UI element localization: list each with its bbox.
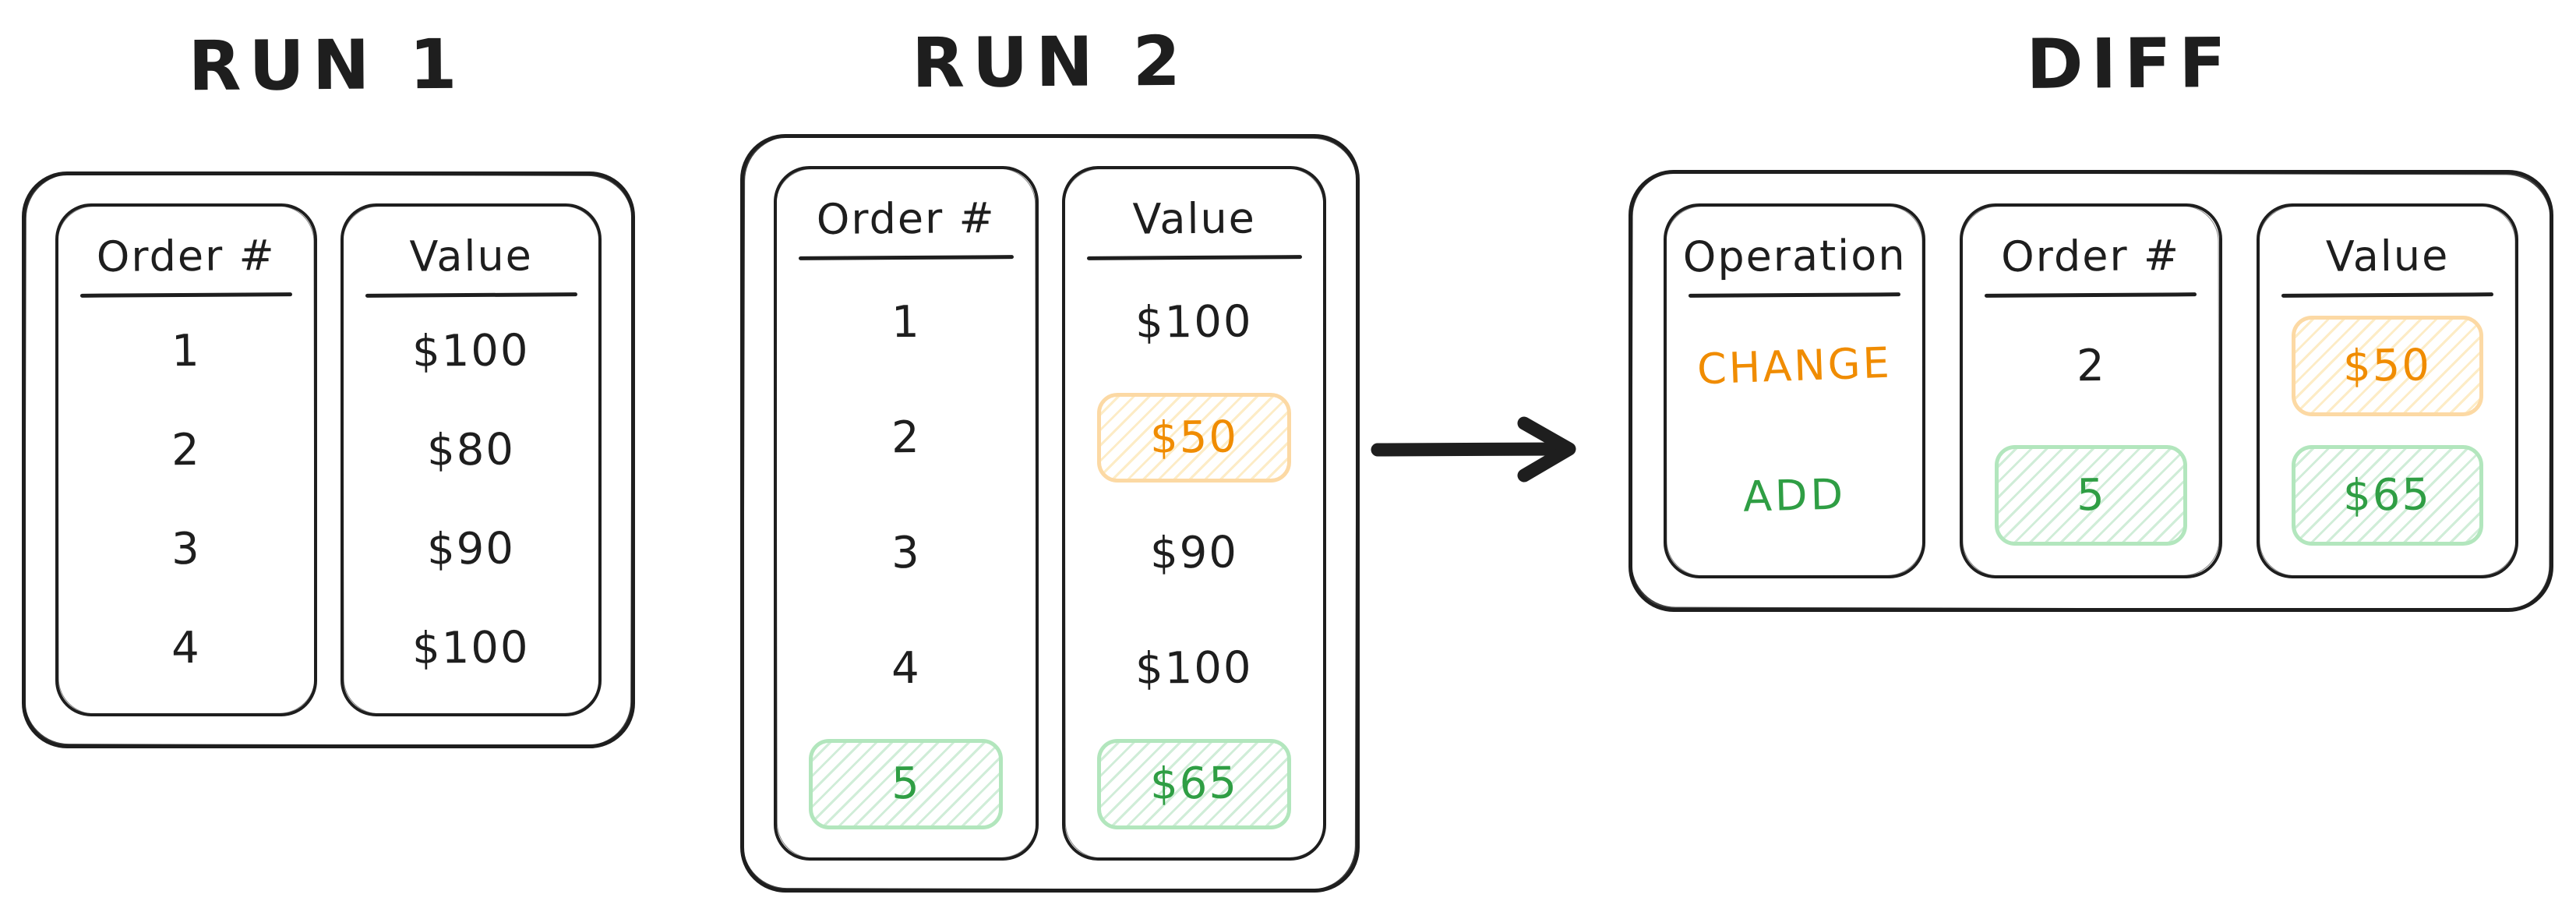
- cell-text: 4: [891, 643, 921, 695]
- cell-text: 1: [891, 296, 921, 348]
- orange-highlight-box: $50: [2291, 316, 2483, 417]
- run2-order-rows: 1 2 3 4 5: [788, 260, 1025, 842]
- green-highlight-box: $65: [2291, 444, 2483, 546]
- cell-text: ADD: [1742, 469, 1847, 521]
- cell-text: 5: [2076, 469, 2106, 521]
- green-highlight-box: 5: [809, 739, 1004, 829]
- run1-order-header: Order #: [96, 230, 276, 282]
- diff-order-header: Order #: [2001, 230, 2181, 282]
- cell-text: $100: [1134, 642, 1253, 695]
- panel-run1: Order # 1 2 3 4 Value $100 $80 $90 $100: [22, 171, 635, 748]
- diff-order-column: Order # 2 5: [1960, 203, 2222, 578]
- table-cell: 4: [788, 611, 1025, 726]
- run2-order-header: Order #: [816, 193, 996, 245]
- run1-value-column: Value $100 $80 $90 $100: [340, 203, 602, 716]
- table-cell: $100: [1076, 611, 1313, 726]
- table-cell: 1: [788, 264, 1025, 380]
- table-cell: 2: [69, 401, 303, 500]
- table-cell: 3: [788, 495, 1025, 610]
- run2-value-header: Value: [1131, 193, 1256, 244]
- table-cell: ADD: [1678, 431, 1911, 560]
- cell-text: $100: [1134, 295, 1253, 348]
- cell-text: $50: [1149, 412, 1239, 464]
- run1-value-header: Value: [408, 231, 533, 281]
- cell-text: CHANGE: [1696, 338, 1893, 394]
- cell-text: $50: [2343, 340, 2432, 392]
- table-cell-highlighted: 5: [1974, 431, 2207, 560]
- cell-text: 1: [171, 325, 201, 377]
- cell-text: $80: [426, 424, 516, 476]
- cell-text: $90: [426, 523, 516, 575]
- table-cell-highlighted: $50: [1076, 380, 1313, 495]
- green-highlight-box: 5: [1995, 444, 2187, 546]
- table-cell: $80: [355, 401, 588, 500]
- cell-text: 2: [891, 412, 921, 463]
- table-cell: $90: [1076, 495, 1313, 610]
- orange-highlight-box: $50: [1096, 392, 1291, 483]
- cell-text: $90: [1149, 527, 1239, 579]
- cell-text: $65: [2343, 469, 2432, 521]
- cell-text: 3: [891, 527, 921, 579]
- table-cell: 3: [69, 500, 303, 599]
- run2-value-column: Value $100 $50 $90 $100 $65: [1061, 166, 1326, 861]
- table-cell: 1: [69, 302, 303, 401]
- run1-order-column: Order # 1 2 3 4: [55, 203, 317, 716]
- table-cell-highlighted: $65: [1076, 726, 1313, 842]
- run1-title: RUN 1: [188, 23, 465, 107]
- cell-text: $100: [411, 622, 530, 674]
- table-cell: $100: [1076, 264, 1313, 380]
- cell-text: $100: [411, 325, 530, 377]
- table-cell-highlighted: 5: [788, 726, 1025, 842]
- run2-value-rows: $100 $50 $90 $100 $65: [1076, 260, 1313, 842]
- panel-diff: Operation CHANGE ADD Order # 2 5 Value: [1629, 170, 2553, 612]
- run1-value-rows: $100 $80 $90 $100: [355, 297, 588, 698]
- table-cell-highlighted: $50: [2271, 302, 2504, 431]
- table-cell-highlighted: $65: [2271, 431, 2504, 560]
- cell-text: 3: [171, 523, 201, 575]
- cell-text: 5: [891, 758, 921, 810]
- table-cell: 2: [1974, 302, 2207, 431]
- diff-operation-column: Operation CHANGE ADD: [1664, 203, 1926, 578]
- table-cell: $100: [355, 302, 588, 401]
- table-cell: $90: [355, 500, 588, 599]
- right-arrow-icon: [1370, 415, 1611, 484]
- diff-order-rows: 2 5: [1974, 297, 2207, 560]
- cell-text: 2: [171, 424, 201, 476]
- diff-title: DIFF: [2026, 23, 2234, 104]
- diff-value-rows: $50 $65: [2271, 297, 2504, 560]
- run1-order-rows: 1 2 3 4: [69, 297, 303, 698]
- diff-operation-rows: CHANGE ADD: [1678, 297, 1911, 560]
- table-cell: CHANGE: [1678, 302, 1911, 431]
- run2-title: RUN 2: [911, 20, 1189, 104]
- green-highlight-box: $65: [1096, 739, 1291, 829]
- cell-text: $65: [1149, 758, 1239, 810]
- cell-text: 2: [2076, 341, 2106, 392]
- diff-value-header: Value: [2325, 231, 2450, 281]
- panel-run2: Order # 1 2 3 4 5 Value $100: [740, 134, 1360, 893]
- table-cell: 2: [788, 380, 1025, 495]
- table-cell: $100: [355, 599, 588, 698]
- cell-text: 4: [171, 622, 201, 674]
- diff-value-column: Value $50 $65: [2256, 203, 2518, 578]
- table-cell: 4: [69, 599, 303, 698]
- run2-order-column: Order # 1 2 3 4 5: [774, 166, 1039, 861]
- diff-operation-header: Operation: [1682, 230, 1907, 282]
